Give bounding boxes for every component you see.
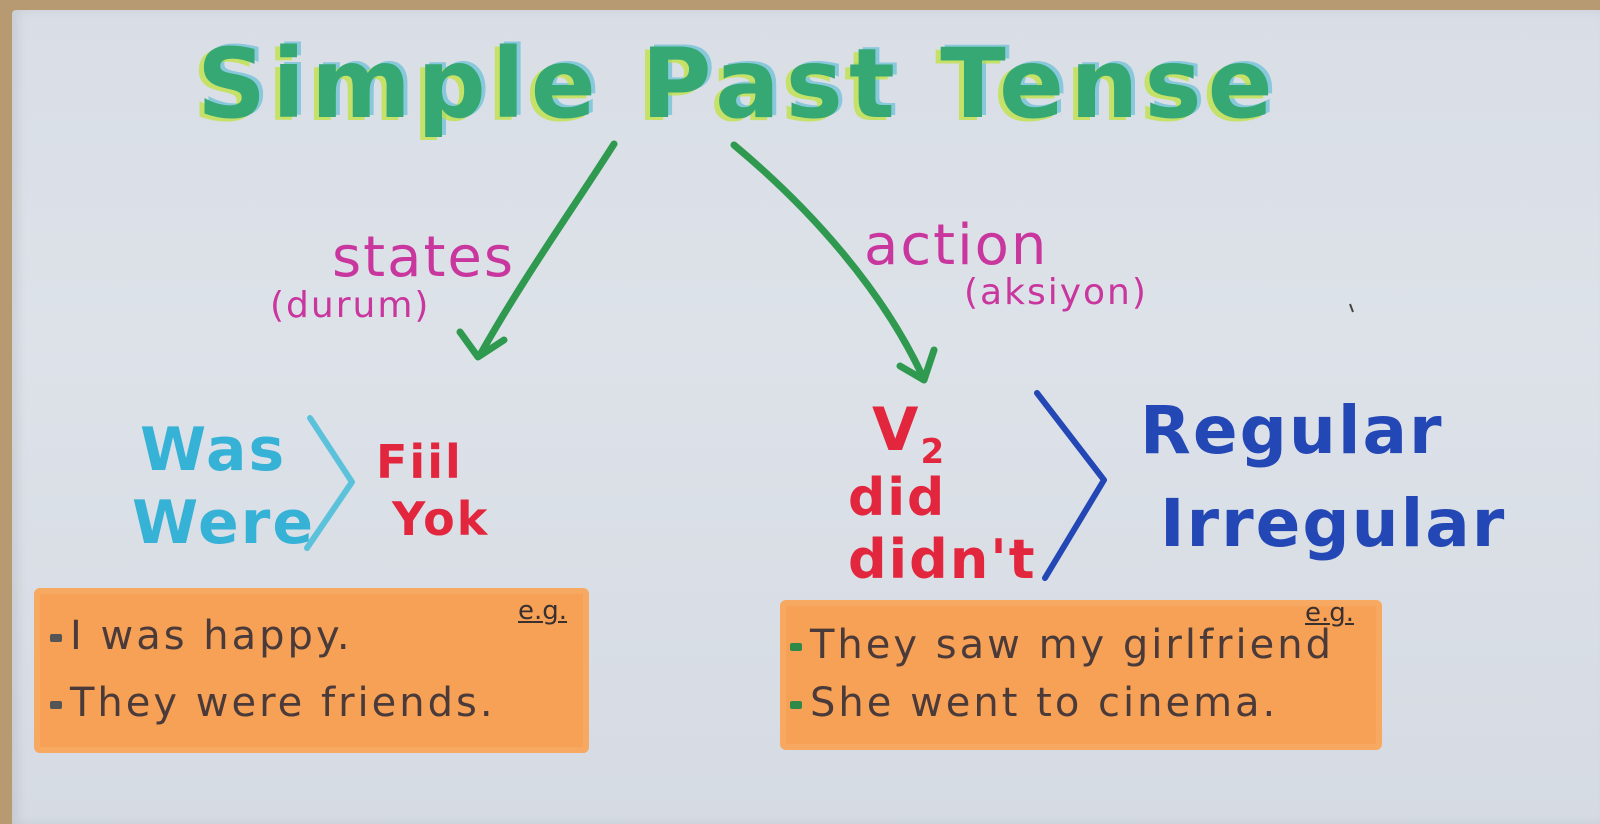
pen-mark — [1349, 303, 1354, 313]
arrow-head-left — [456, 328, 508, 361]
type-regular: Regular — [1140, 392, 1444, 469]
bullet-icon — [790, 701, 802, 709]
note-fiil: Fiil — [376, 435, 463, 489]
whiteboard: Simple Past Tense states (durum) action … — [12, 10, 1600, 824]
example-right-1: They saw my girlfriend — [790, 622, 1334, 668]
bullet-icon — [50, 701, 62, 709]
label-action: action — [864, 213, 1049, 278]
v2-sub: 2 — [920, 432, 947, 472]
bracket-blue — [1034, 390, 1107, 581]
bullet-icon — [790, 643, 802, 651]
example-text: They were friends. — [70, 680, 496, 726]
eg-right: e.g. — [1305, 598, 1355, 628]
example-left-1: I was happy. — [50, 613, 353, 659]
arrow-to-action — [730, 141, 926, 379]
title: Simple Past Tense — [197, 28, 1279, 140]
arrow-head-right — [896, 346, 938, 384]
examples-box-right — [780, 600, 1382, 750]
examples-box-left — [34, 588, 589, 753]
example-text: They saw my girlfriend — [810, 622, 1334, 668]
example-left-2: They were friends. — [50, 680, 496, 726]
label-states: states — [332, 225, 516, 290]
example-right-2: She went to cinema. — [790, 680, 1278, 726]
form-didnt: didn't — [848, 528, 1037, 591]
example-text: I was happy. — [70, 613, 353, 659]
form-v2: V2 — [872, 395, 946, 472]
form-was: Was — [140, 415, 287, 485]
v2-main: V — [872, 395, 921, 465]
note-yok: Yok — [392, 492, 490, 546]
arrow-to-states — [476, 140, 618, 359]
label-aksiyon: (aksiyon) — [964, 272, 1148, 313]
type-irregular: Irregular — [1160, 485, 1507, 562]
bracket-cyan — [304, 415, 355, 551]
form-did: did — [848, 468, 947, 528]
example-text: She went to cinema. — [810, 680, 1279, 726]
form-were: Were — [132, 488, 316, 558]
arrows — [304, 140, 1354, 581]
label-durum: (durum) — [270, 285, 431, 326]
bullet-icon — [50, 634, 62, 642]
eg-left: e.g. — [518, 596, 568, 626]
